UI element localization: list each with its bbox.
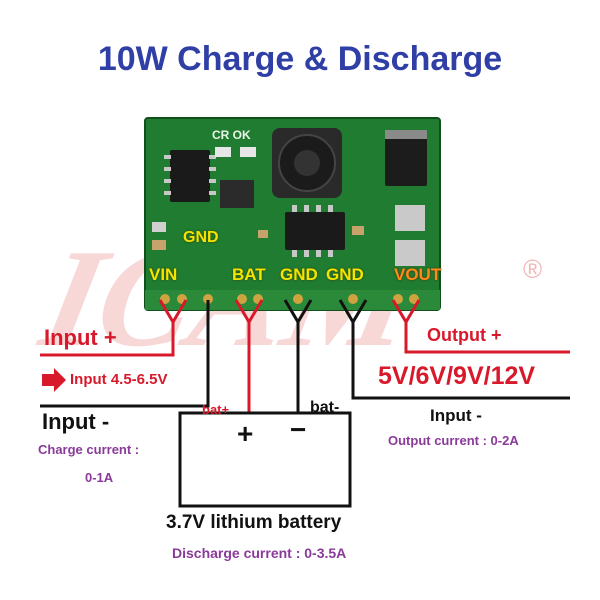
output-plus-label: Output +: [427, 325, 502, 345]
battery-box: [178, 411, 352, 508]
ic-chip-middle: [285, 205, 345, 257]
page-title: 10W Charge & Discharge: [97, 40, 503, 78]
arrow-right-icon: [42, 368, 66, 392]
silkscreen-cr-ok: CR OK: [212, 128, 251, 142]
input-range-label: Input 4.5-6.5V: [70, 371, 168, 388]
input-minus-wire: [40, 300, 210, 408]
input-plus-wire: [40, 322, 175, 357]
smd-resistor: [152, 222, 166, 232]
pin-label-vin: VIN: [149, 265, 178, 284]
input-minus-label-left: Input -: [42, 409, 110, 434]
smd-resistor: [258, 230, 268, 238]
led-ok: [240, 147, 256, 157]
smd-resistor: [352, 226, 364, 235]
charge-current-label: Charge current :: [38, 442, 140, 457]
battery-plus-symbol: +: [237, 418, 254, 449]
bat-plus-label: bat+: [202, 402, 230, 417]
bat-minus-label: bat-: [310, 399, 340, 416]
led-cr: [215, 147, 231, 157]
pin-label-gnd-1: GND: [280, 265, 318, 284]
inductor: [272, 128, 342, 198]
input-plus-label: Input +: [44, 325, 117, 350]
output-current-label: Output current : 0-2A: [388, 433, 519, 448]
battery-name: 3.7V lithium battery: [166, 512, 342, 533]
pin-label-gnd-2: GND: [326, 265, 364, 284]
smd-resistor: [152, 240, 166, 250]
pcb-board: [144, 117, 441, 311]
pin-label-gnd-top: GND: [183, 229, 219, 246]
discharge-current-label: Discharge current : 0-3.5A: [172, 545, 347, 561]
pin-label-vout: VOUT: [394, 265, 442, 284]
output-voltages-label: 5V/6V/9V/12V: [378, 362, 536, 390]
pin-label-bat: BAT: [232, 265, 266, 284]
charge-current-value: 0-1A: [85, 470, 114, 485]
output-minus-wire: [351, 322, 570, 400]
smd-block: [220, 180, 254, 208]
watermark-registered-mark: ®: [523, 254, 542, 284]
ic-chip-left: [164, 150, 216, 202]
red-wires: [40, 299, 570, 413]
input-minus-label-right: Input -: [430, 406, 482, 425]
battery-minus-symbol: −: [290, 414, 307, 445]
output-plus-wire: [404, 322, 570, 354]
smd-capacitor: [395, 240, 425, 266]
smd-capacitor: [395, 205, 425, 231]
black-wires: [40, 299, 570, 413]
diode: [385, 130, 427, 186]
